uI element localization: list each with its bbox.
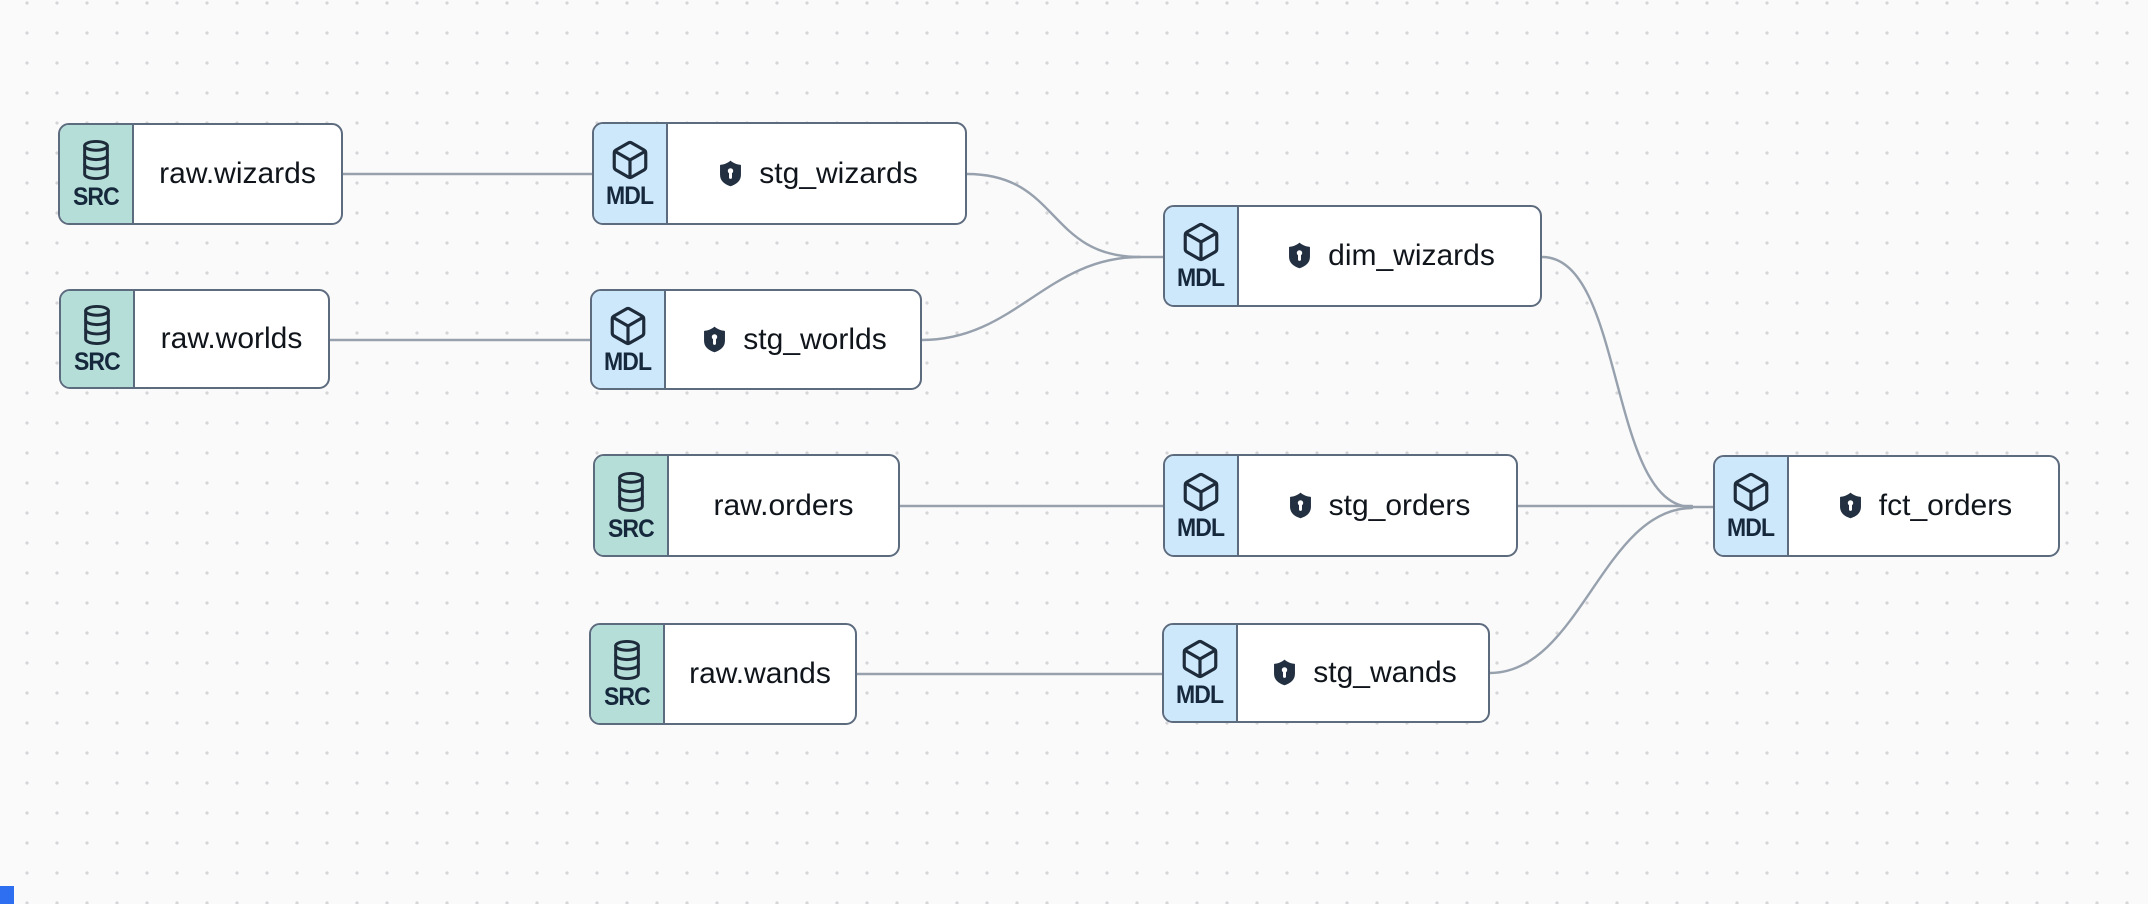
model-type-badge: MDL bbox=[1165, 207, 1239, 305]
cube-icon bbox=[1179, 638, 1221, 680]
node-label: dim_wizards bbox=[1328, 239, 1495, 272]
node-body: stg_worlds bbox=[666, 291, 920, 388]
model-type-badge: MDL bbox=[592, 291, 666, 388]
node-stg-wands[interactable]: MDL stg_wands bbox=[1162, 623, 1490, 723]
node-type-label: SRC bbox=[73, 183, 120, 211]
source-type-badge: SRC bbox=[595, 456, 669, 555]
node-body: stg_orders bbox=[1239, 456, 1516, 555]
node-type-label: SRC bbox=[604, 683, 651, 711]
node-raw-worlds[interactable]: SRC raw.worlds bbox=[59, 289, 330, 389]
node-type-label: MDL bbox=[606, 181, 654, 210]
shield-lock-icon bbox=[1285, 489, 1316, 523]
node-body: stg_wands bbox=[1238, 625, 1488, 721]
database-icon bbox=[80, 303, 114, 347]
node-type-label: MDL bbox=[1177, 513, 1225, 542]
node-body: raw.orders bbox=[669, 456, 898, 555]
model-type-badge: MDL bbox=[594, 124, 668, 223]
source-type-badge: SRC bbox=[591, 625, 665, 723]
node-body: dim_wizards bbox=[1239, 207, 1540, 305]
source-type-badge: SRC bbox=[61, 291, 135, 387]
node-type-label: MDL bbox=[604, 347, 652, 376]
database-icon bbox=[610, 638, 644, 682]
node-label: raw.orders bbox=[713, 488, 854, 522]
database-icon bbox=[79, 138, 113, 182]
node-type-label: MDL bbox=[1727, 514, 1775, 542]
node-type-label: SRC bbox=[608, 514, 655, 543]
edge-dim-wizards-fct-orders[interactable] bbox=[1540, 255, 1715, 509]
node-body: raw.wands bbox=[665, 625, 855, 723]
node-body: raw.worlds bbox=[135, 291, 328, 387]
node-label: raw.wands bbox=[689, 657, 831, 690]
cube-icon bbox=[1730, 471, 1772, 513]
edge-stg-wands-fct-orders[interactable] bbox=[1488, 506, 1694, 675]
node-label: raw.worlds bbox=[160, 322, 303, 355]
edge-stg-worlds-dim-wizards[interactable] bbox=[920, 255, 1142, 342]
node-stg-wizards[interactable]: MDL stg_wizards bbox=[592, 122, 967, 225]
node-dim-wizards[interactable]: MDL dim_wizards bbox=[1163, 205, 1542, 307]
database-icon bbox=[614, 470, 648, 514]
node-label: stg_wizards bbox=[759, 156, 918, 190]
node-label: fct_orders bbox=[1878, 489, 2013, 522]
cube-icon bbox=[1180, 221, 1222, 263]
model-type-badge: MDL bbox=[1164, 625, 1238, 721]
node-stg-orders[interactable]: MDL stg_orders bbox=[1163, 454, 1518, 557]
cube-icon bbox=[1180, 471, 1222, 513]
node-label: raw.wizards bbox=[159, 157, 316, 190]
shield-lock-icon bbox=[1284, 239, 1315, 273]
node-type-label: MDL bbox=[1176, 681, 1224, 709]
shield-lock-icon bbox=[715, 157, 746, 191]
node-body: raw.wizards bbox=[134, 125, 341, 223]
model-type-badge: MDL bbox=[1165, 456, 1239, 555]
model-type-badge: MDL bbox=[1715, 457, 1789, 555]
node-raw-orders[interactable]: SRC raw.orders bbox=[593, 454, 900, 557]
source-type-badge: SRC bbox=[60, 125, 134, 223]
node-label: stg_orders bbox=[1328, 488, 1471, 522]
node-label: stg_worlds bbox=[743, 322, 887, 356]
node-fct-orders[interactable]: MDL fct_orders bbox=[1713, 455, 2060, 557]
node-body: stg_wizards bbox=[668, 124, 965, 223]
shield-lock-icon bbox=[699, 323, 730, 357]
node-type-label: SRC bbox=[74, 348, 121, 376]
node-body: fct_orders bbox=[1789, 457, 2058, 555]
node-type-label: MDL bbox=[1177, 264, 1225, 292]
cube-icon bbox=[609, 139, 651, 181]
canvas-corner-marker bbox=[0, 886, 14, 904]
node-label: stg_wands bbox=[1313, 656, 1457, 689]
node-raw-wizards[interactable]: SRC raw.wizards bbox=[58, 123, 343, 225]
shield-lock-icon bbox=[1269, 656, 1300, 690]
shield-lock-icon bbox=[1835, 489, 1866, 523]
node-raw-wands[interactable]: SRC raw.wands bbox=[589, 623, 857, 725]
cube-icon bbox=[607, 305, 649, 347]
node-stg-worlds[interactable]: MDL stg_worlds bbox=[590, 289, 922, 390]
edge-stg-wizards-dim-wizards[interactable] bbox=[965, 172, 1165, 259]
